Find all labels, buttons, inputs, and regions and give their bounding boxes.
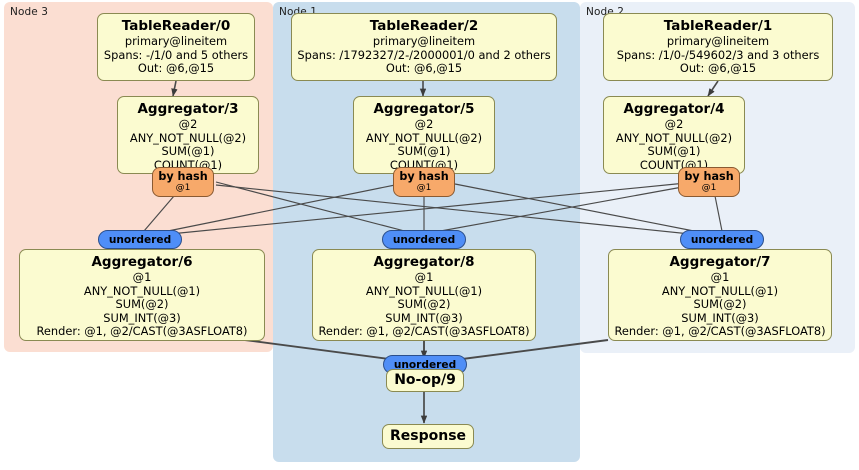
- router-column: @1: [175, 183, 191, 193]
- processor-agg-1: ANY_NOT_NULL(@2): [615, 130, 733, 145]
- processor-agg-1: ANY_NOT_NULL(@1): [661, 283, 779, 298]
- processor-box-tablereader-0[interactable]: TableReader/0 primary@lineitem Spans: -/…: [97, 13, 255, 81]
- processor-agg-1: ANY_NOT_NULL(@1): [365, 283, 483, 298]
- processor-agg-2: SUM(@1): [161, 144, 215, 159]
- router-column: @1: [416, 183, 432, 193]
- processor-agg-3: SUM_INT(@3): [103, 310, 181, 325]
- stream-pill-unordered-middle[interactable]: unordered: [382, 230, 466, 249]
- output-router-by-hash-right[interactable]: by hash @1: [678, 167, 740, 197]
- processor-agg-3: SUM_INT(@3): [385, 310, 463, 325]
- router-label: by hash: [158, 170, 208, 183]
- processor-box-aggregator-5[interactable]: Aggregator/5 @2 ANY_NOT_NULL(@2) SUM(@1)…: [353, 96, 495, 174]
- processor-title: Aggregator/7: [669, 254, 771, 270]
- processor-box-aggregator-3[interactable]: Aggregator/3 @2 ANY_NOT_NULL(@2) SUM(@1)…: [117, 96, 259, 174]
- processor-agg-1: ANY_NOT_NULL(@1): [83, 283, 201, 298]
- stream-pill-unordered-right[interactable]: unordered: [680, 230, 764, 249]
- router-label: by hash: [399, 170, 449, 183]
- processor-render: Render: @1, @2/CAST(@3ASFLOAT8): [318, 324, 530, 339]
- processor-box-response[interactable]: Response: [382, 424, 474, 449]
- processor-render: Render: @1, @2/CAST(@3ASFLOAT8): [36, 324, 248, 339]
- processor-box-aggregator-6[interactable]: Aggregator/6 @1 ANY_NOT_NULL(@1) SUM(@2)…: [19, 249, 265, 341]
- processor-out: Out: @6,@15: [385, 61, 463, 76]
- processor-title: TableReader/1: [663, 18, 773, 34]
- processor-groupcols: @2: [664, 117, 684, 131]
- processor-spans: Spans: /1792327/2-/2000001/0 and 2 other…: [297, 47, 551, 62]
- processor-box-aggregator-7[interactable]: Aggregator/7 @1 ANY_NOT_NULL(@1) SUM(@2)…: [608, 249, 832, 341]
- processor-agg-2: SUM(@1): [647, 144, 701, 159]
- processor-title: Aggregator/4: [623, 101, 725, 117]
- processor-agg-1: ANY_NOT_NULL(@2): [365, 130, 483, 145]
- processor-title: Response: [389, 428, 467, 444]
- processor-box-aggregator-8[interactable]: Aggregator/8 @1 ANY_NOT_NULL(@1) SUM(@2)…: [312, 249, 536, 341]
- processor-agg-1: ANY_NOT_NULL(@2): [129, 130, 247, 145]
- output-router-by-hash-left[interactable]: by hash @1: [152, 167, 214, 197]
- processor-groupcols: @1: [710, 270, 730, 284]
- processor-groupcols: @1: [414, 270, 434, 284]
- stream-pill-unordered-left[interactable]: unordered: [98, 230, 182, 249]
- processor-render: Render: @1, @2/CAST(@3ASFLOAT8): [614, 324, 826, 339]
- processor-title: Aggregator/8: [373, 254, 475, 270]
- processor-out: Out: @6,@15: [137, 61, 215, 76]
- processor-agg-2: SUM(@2): [397, 297, 451, 312]
- router-column: @1: [701, 183, 717, 193]
- processor-table: primary@lineitem: [372, 34, 476, 48]
- processor-box-tablereader-2[interactable]: TableReader/2 primary@lineitem Spans: /1…: [291, 13, 557, 81]
- processor-groupcols: @2: [414, 117, 434, 131]
- router-label: by hash: [684, 170, 734, 183]
- processor-out: Out: @6,@15: [679, 61, 757, 76]
- processor-title: Aggregator/6: [91, 254, 193, 270]
- processor-title: No-op/9: [394, 372, 456, 388]
- output-router-by-hash-middle[interactable]: by hash @1: [393, 167, 455, 197]
- processor-box-noop-9[interactable]: No-op/9: [386, 369, 464, 392]
- processor-title: Aggregator/5: [373, 101, 475, 117]
- processor-groupcols: @1: [132, 270, 152, 284]
- processor-title: Aggregator/3: [137, 101, 239, 117]
- processor-agg-2: SUM(@2): [693, 297, 747, 312]
- processor-title: TableReader/2: [369, 18, 479, 34]
- processor-box-aggregator-4[interactable]: Aggregator/4 @2 ANY_NOT_NULL(@2) SUM(@1)…: [603, 96, 745, 174]
- processor-agg-3: SUM_INT(@3): [681, 310, 759, 325]
- processor-box-tablereader-1[interactable]: TableReader/1 primary@lineitem Spans: /1…: [603, 13, 833, 81]
- node-panel-label-node3: Node 3: [10, 6, 49, 18]
- processor-table: primary@lineitem: [124, 34, 228, 48]
- processor-agg-2: SUM(@1): [397, 144, 451, 159]
- processor-table: primary@lineitem: [666, 34, 770, 48]
- processor-spans: Spans: /1/0-/549602/3 and 3 others: [616, 47, 820, 62]
- processor-agg-2: SUM(@2): [115, 297, 169, 312]
- processor-spans: Spans: -/1/0 and 5 others: [103, 47, 249, 62]
- processor-groupcols: @2: [178, 117, 198, 131]
- processor-title: TableReader/0: [121, 18, 231, 34]
